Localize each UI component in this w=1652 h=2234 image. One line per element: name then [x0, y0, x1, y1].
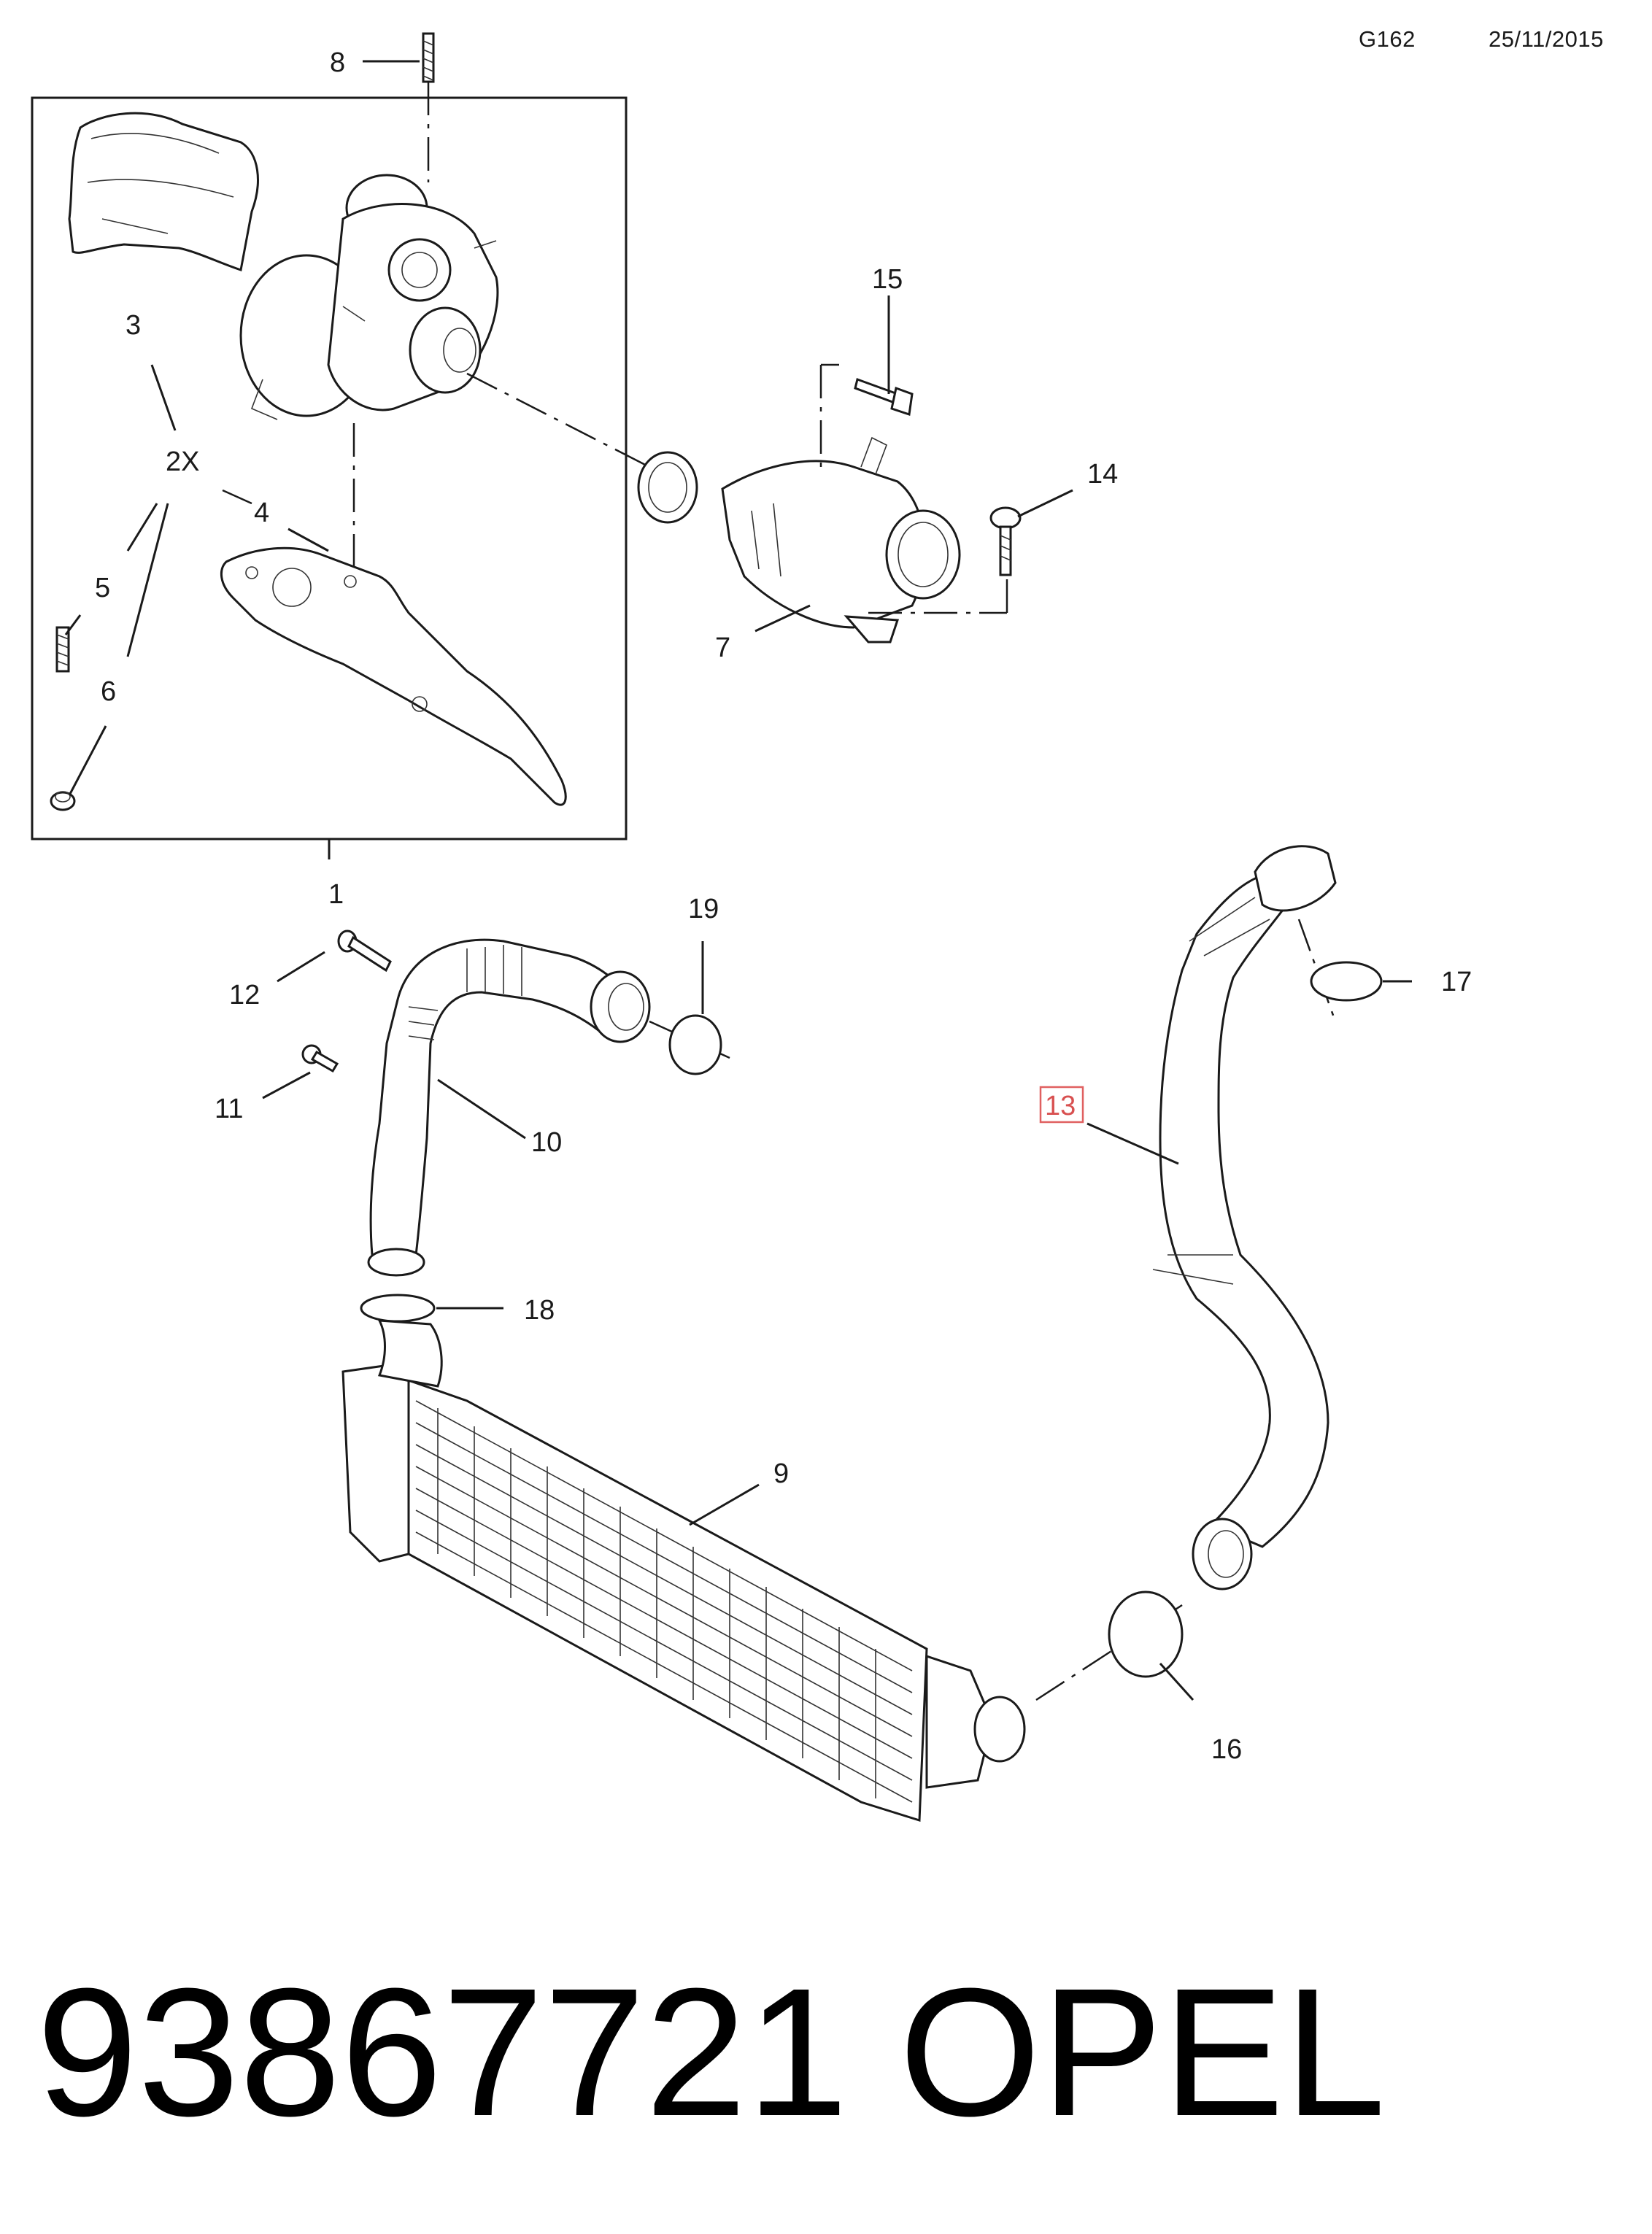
- heat-shield-upper: [68, 112, 259, 271]
- callout-19: 19: [688, 894, 719, 924]
- callout-18: 18: [524, 1295, 555, 1326]
- callout-17: 17: [1441, 967, 1472, 997]
- diagram-date: 25/11/2015: [1489, 26, 1604, 52]
- callout-8: 8: [330, 47, 345, 78]
- nut-6: [50, 791, 76, 811]
- callout-2x: 2X: [166, 447, 199, 477]
- parts-diagram: 1 2X 3 4 5 6 7 8 9 10 11 12 13 14 15 16 …: [31, 32, 1472, 1823]
- o-ring-16: [1108, 1591, 1184, 1678]
- callout-15: 15: [872, 264, 903, 295]
- bolt-11: [301, 1044, 339, 1073]
- bolt-12: [337, 929, 392, 973]
- leader-lines: [64, 60, 1412, 1701]
- callout-7: 7: [715, 633, 730, 663]
- callout-14: 14: [1087, 459, 1118, 490]
- brand-name: OPEL: [899, 1950, 1386, 2154]
- callout-12: 12: [229, 980, 260, 1010]
- intercooler: [341, 1319, 1026, 1823]
- callout-13: 13: [1045, 1091, 1076, 1121]
- diagram-code: G162: [1359, 26, 1416, 52]
- intake-hose-10: [367, 938, 651, 1277]
- callout-6: 6: [101, 676, 116, 707]
- callout-16: 16: [1211, 1734, 1242, 1765]
- screw-14: [989, 506, 1022, 576]
- callout-3: 3: [126, 310, 141, 341]
- part-number: 93867721: [36, 1950, 849, 2154]
- turbo-outlet-pipe: [637, 436, 961, 643]
- stud-8: [422, 32, 435, 182]
- charge-air-hose-13: [1152, 845, 1337, 1591]
- gasket-heat-shield: [220, 546, 567, 806]
- callout-10: 10: [531, 1127, 562, 1158]
- callout-9: 9: [773, 1458, 789, 1489]
- o-ring-18: [360, 1294, 436, 1323]
- o-ring-19: [668, 1014, 722, 1075]
- turbocharger: [239, 174, 499, 420]
- callout-5: 5: [95, 573, 110, 603]
- highlight-box-13: [1039, 1086, 1084, 1124]
- callout-1: 1: [328, 879, 344, 910]
- callout-4: 4: [254, 498, 269, 528]
- o-ring-17: [1310, 961, 1383, 1002]
- bolt-15: [854, 378, 914, 416]
- stud-5: [55, 626, 70, 673]
- callout-11: 11: [215, 1094, 243, 1124]
